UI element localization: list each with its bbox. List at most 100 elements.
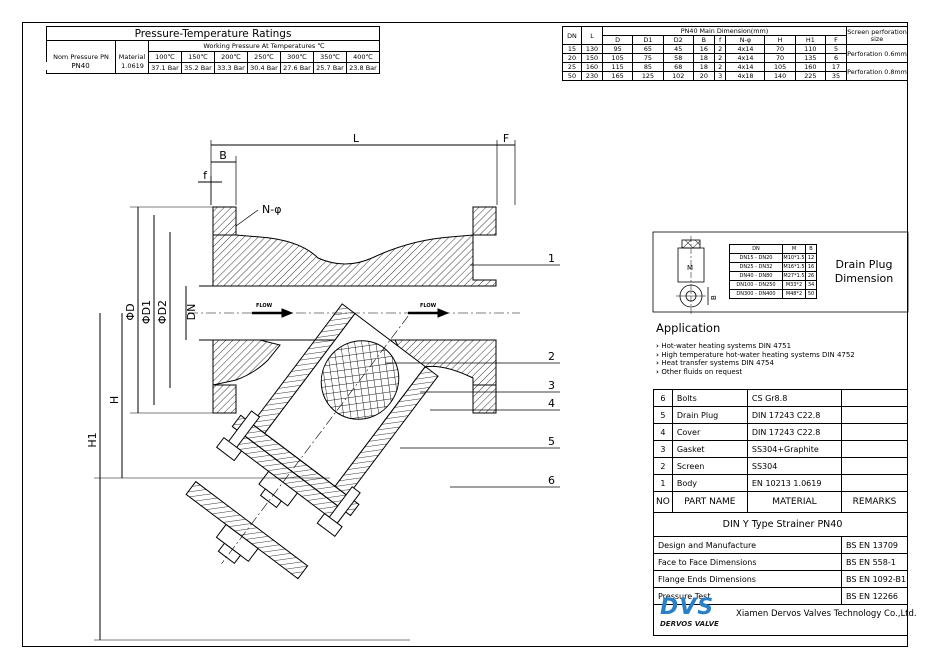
cell: 6 — [653, 389, 673, 407]
cell: DIN 17243 C22.8 — [746, 406, 843, 424]
dim-D-label: ΦD — [124, 303, 137, 320]
flow-label: FLOW — [256, 303, 273, 309]
cell: DN300 - DN400 — [729, 289, 783, 299]
pn-value: PN40 — [46, 62, 115, 70]
dim-B-label: B — [219, 149, 227, 162]
cell: Cover — [671, 423, 748, 441]
drain-plug-title: Drain Plug Dimension — [826, 258, 902, 286]
cell: DIN 17243 C22.8 — [746, 423, 843, 441]
drain-plug-b-label: B — [710, 295, 718, 300]
pressure-cell: 27.6 Bar — [280, 62, 314, 74]
cell: 35 — [824, 71, 848, 81]
cell: 16 — [805, 262, 817, 272]
callout-2: 2 — [548, 350, 555, 363]
cell: M27*1.5 — [782, 271, 806, 281]
flow-label: FLOW — [420, 303, 437, 309]
cell: DN — [729, 244, 783, 254]
cell — [841, 423, 908, 441]
cell: EN 10213 1.0619 — [746, 474, 843, 492]
dim-L-label: L — [353, 132, 360, 145]
dim-f-label: f — [203, 169, 208, 182]
dim-D1-label: ΦD1 — [140, 300, 153, 324]
pressure-cell: 25.7 Bar — [313, 62, 347, 74]
dim-H1-label: H1 — [86, 432, 99, 447]
cell: Design and Manufacture — [652, 536, 843, 554]
dim-D2-label: ΦD2 — [156, 300, 169, 324]
cell: BS EN 1092-B1 — [841, 570, 908, 588]
drain-plug-m-label: M — [687, 264, 693, 272]
cell: Pressure Test — [652, 587, 843, 605]
drain-plug-title-line: Drain Plug — [835, 258, 893, 271]
callout-6: 6 — [548, 474, 555, 487]
cell: 50 — [805, 289, 817, 299]
cell: Face to Face Dimensions — [652, 553, 843, 571]
cell: B — [805, 244, 817, 254]
cell: SS304 — [746, 457, 843, 475]
application-item: Other fluids on request — [656, 368, 855, 377]
logo-mark: DVS — [660, 595, 715, 620]
company-box — [653, 590, 908, 636]
company-logo: DVS DERVOS VALVE — [660, 595, 719, 629]
dim-DN-label: DN — [185, 304, 198, 321]
company-name: Xiamen Dervos Valves Technology Co.,Ltd. — [736, 609, 917, 619]
cell — [841, 406, 908, 424]
cell: Drain Plug — [671, 406, 748, 424]
cell: DN40 - DN80 — [729, 271, 783, 281]
logo-subtitle: DERVOS VALVE — [660, 620, 719, 628]
cell: 3 — [653, 440, 673, 458]
cell: Flange Ends Dimensions — [652, 570, 843, 588]
application-item: Heat transfer systems DIN 4754 — [656, 359, 855, 368]
cell — [841, 474, 908, 492]
cell: M48*2 — [782, 289, 806, 299]
dim-H-label: H — [108, 396, 121, 404]
cell: DN25 - DN32 — [729, 262, 783, 272]
cell: M33*2 — [782, 280, 806, 290]
perforation-large: Perforation 0.8mm — [846, 62, 908, 81]
callout-4: 4 — [548, 397, 555, 410]
drain-plug-sketch — [652, 231, 909, 316]
header-cell: MATERIAL — [746, 491, 843, 513]
cell: CS Gr8.8 — [746, 389, 843, 407]
application-title: Application — [656, 321, 721, 335]
cell: Bolts — [671, 389, 748, 407]
cell: 34 — [805, 280, 817, 290]
cell: 26 — [805, 271, 817, 281]
cell: M — [782, 244, 806, 254]
cell: Body — [671, 474, 748, 492]
product-title: DIN Y Type Strainer PN40 — [653, 512, 908, 537]
cell: 12 — [805, 253, 817, 263]
cell: BS EN 13709 — [841, 536, 908, 554]
cell: 1 — [653, 474, 673, 492]
dim-F-label: F — [503, 132, 509, 145]
callout-5: 5 — [548, 435, 555, 448]
cell: SS304+Graphite — [746, 440, 843, 458]
dimension-table: DN L PN40 Main Dimension(mm) Screen perf… — [562, 26, 908, 81]
header-cell: REMARKS — [841, 491, 908, 513]
cell: 225 — [794, 71, 826, 81]
cell: DN15 - DN20 — [729, 253, 783, 263]
header-cell: PART NAME — [671, 491, 748, 513]
application-item: High temperature hot-water heating syste… — [656, 351, 854, 360]
pressure-cell: 37.1 Bar — [148, 62, 182, 74]
cell — [841, 389, 908, 407]
cell: 102 — [662, 71, 694, 81]
cell: 4 — [653, 423, 673, 441]
parts-header-row: NO PART NAME MATERIAL REMARKS — [653, 491, 908, 513]
header-cell: NO — [653, 491, 673, 513]
application-item: Hot-water heating systems DIN 4751 — [656, 342, 855, 351]
cell: M10*1.5 — [782, 253, 806, 263]
drain-plug-title-line: Dimension — [834, 272, 894, 285]
